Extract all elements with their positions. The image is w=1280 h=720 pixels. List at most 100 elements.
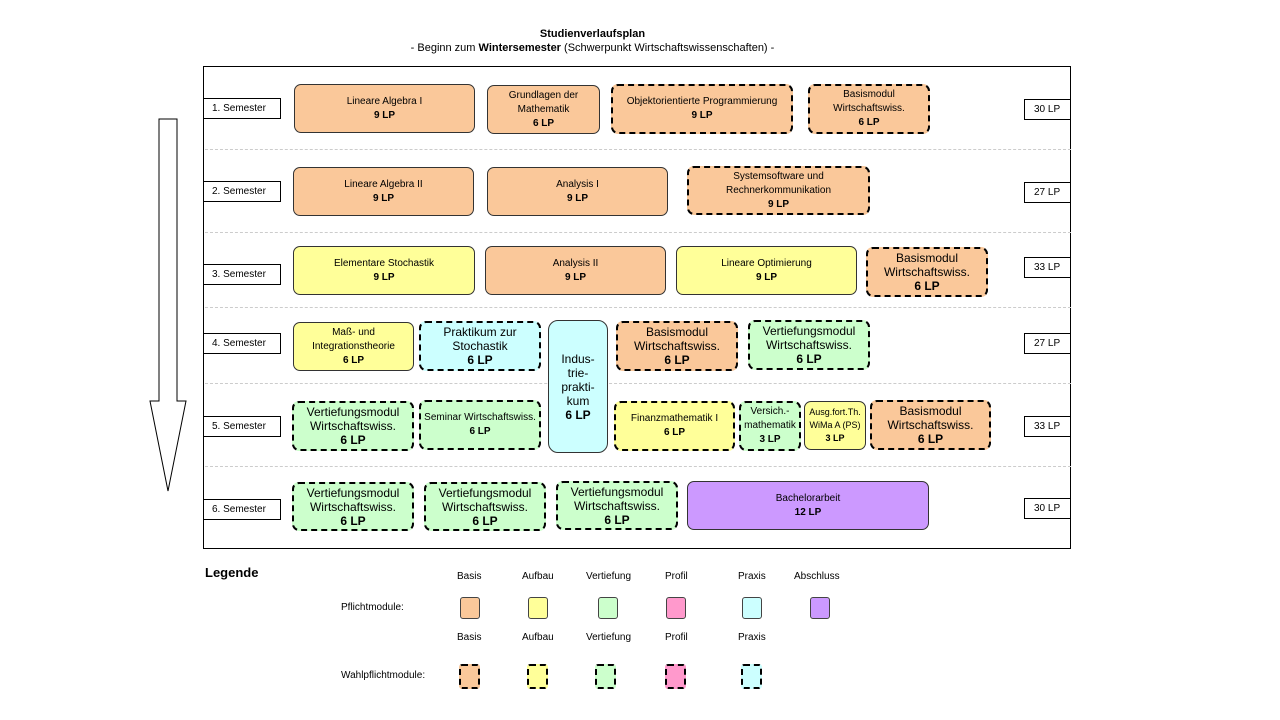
module-credits: 6 LP <box>917 432 944 446</box>
legend-category-label: Aufbau <box>522 632 554 643</box>
module-box[interactable]: Vertiefungsmodul Wirtschaftswiss.6 LP <box>292 482 414 531</box>
legend-category-label: Vertiefung <box>586 571 632 582</box>
module-credits: 9 LP <box>566 192 589 204</box>
module-credits: 6 LP <box>467 353 493 367</box>
row-separator <box>205 383 1071 384</box>
module-box[interactable]: Maß- und Integrationstheorie 6 LP <box>293 322 414 371</box>
module-credits: 9 LP <box>767 198 790 210</box>
subtitle-prefix: - Beginn zum <box>410 42 479 54</box>
page-title: Studienverlaufsplan <box>539 28 646 40</box>
module-name: Systemsoftware und Rechnerkommunikation <box>725 170 832 196</box>
module-credits: 6 LP <box>663 427 686 438</box>
page-subtitle: - Beginn zum Wintersemester (Schwerpunkt… <box>0 42 1185 54</box>
module-name: Elementare Stochastik <box>333 257 435 269</box>
module-credits: 12 LP <box>794 506 822 518</box>
module-credits: 3 LP <box>825 433 845 443</box>
module-name: Finanzmathematik I <box>630 413 719 424</box>
module-credits: 6 LP <box>340 513 366 528</box>
module-credits: 3 LP <box>759 434 781 445</box>
module-box[interactable]: Vertiefungsmodul Wirtschaftswiss.6 LP <box>424 482 546 531</box>
legend-swatch-basis <box>459 664 480 689</box>
semester-label: 4. Semester <box>203 333 281 354</box>
module-name: Basismodul Wirtschaftswiss. <box>633 325 720 353</box>
module-box[interactable]: Vertiefungsmodul Wirtschaftswiss.6 LP <box>292 401 414 451</box>
module-box[interactable]: Basismodul Wirtschaftswiss.6 LP <box>866 247 988 297</box>
module-name: Objektorientierte Programmierung <box>626 96 778 107</box>
legend-swatch-vertiefung <box>595 664 616 689</box>
semester-lp-total: 27 LP <box>1024 333 1071 354</box>
module-name: Grundlagen der Mathematik <box>508 89 579 115</box>
module-credits: 6 LP <box>342 354 365 366</box>
module-credits: 9 LP <box>691 110 713 121</box>
module-box[interactable]: Systemsoftware und Rechnerkommunikation 9… <box>687 166 870 215</box>
module-box[interactable]: Ausg.fort.Th. WiMa A (PS)3 LP <box>804 401 866 450</box>
module-name: Basismodul Wirtschaftswiss. <box>887 404 974 432</box>
timeline-arrow <box>149 118 187 492</box>
subtitle-emphasis: Wintersemester <box>478 42 561 54</box>
module-credits: 6 LP <box>604 512 630 527</box>
module-credits: 6 LP <box>469 426 491 437</box>
module-credits: 9 LP <box>564 271 587 283</box>
semester-label: 1. Semester <box>203 98 281 119</box>
module-box[interactable]: Basismodul Wirtschaftswiss.6 LP <box>870 400 991 450</box>
module-box[interactable]: Grundlagen der Mathematik 6 LP <box>487 85 600 134</box>
module-credits: 6 LP <box>796 352 822 366</box>
module-box[interactable]: Finanzmathematik I 6 LP <box>614 401 735 451</box>
module-box[interactable]: Basismodul Wirtschaftswiss.6 LP <box>616 321 738 371</box>
module-box[interactable]: Elementare Stochastik 9 LP <box>293 246 475 295</box>
module-credits: 9 LP <box>373 271 395 283</box>
semester-lp-total: 33 LP <box>1024 257 1071 278</box>
legend-swatch-vertiefung <box>598 597 618 619</box>
module-credits: 9 LP <box>755 271 778 283</box>
subtitle-suffix: (Schwerpunkt Wirtschaftswissenschaften) … <box>560 42 775 54</box>
module-credits: 6 LP <box>532 117 555 129</box>
module-credits: 9 LP <box>373 109 396 121</box>
module-credits: 6 LP <box>472 513 498 528</box>
semester-lp-total: 30 LP <box>1024 498 1071 519</box>
legend-swatch-basis <box>460 597 480 619</box>
module-box[interactable]: Vertiefungsmodul Wirtschaftswiss.6 LP <box>556 481 678 530</box>
module-name: Vertiefungsmodul Wirtschaftswiss. <box>306 405 400 433</box>
module-name: Lineare Algebra II <box>344 178 423 190</box>
legend-swatch-profil <box>665 664 686 689</box>
module-name: Maß- und Integrationstheorie <box>312 326 395 352</box>
module-name: Versich.- mathematik <box>744 406 796 431</box>
row-separator <box>205 149 1071 150</box>
module-credits: 6 LP <box>858 117 880 128</box>
module-box[interactable]: Objektorientierte Programmierung 9 LP <box>611 84 793 134</box>
legend-swatch-praxis <box>742 597 762 619</box>
module-box[interactable]: Basismodul Wirtschaftswiss. 6 LP <box>808 84 930 134</box>
legend-category-label: Praxis <box>738 571 766 582</box>
module-box[interactable]: Seminar Wirtschaftswiss.6 LP <box>419 400 541 450</box>
legend-swatch-profil <box>666 597 686 619</box>
module-name: Praktikum zur Stochastik <box>443 325 517 353</box>
legend-swatch-praxis <box>741 664 762 689</box>
legend-swatch-aufbau <box>528 597 548 619</box>
module-name: Vertiefungsmodul Wirtschaftswiss. <box>306 485 400 514</box>
legend-category-label: Basis <box>457 571 482 582</box>
module-credits: 6 LP <box>565 407 591 422</box>
semester-label: 5. Semester <box>203 416 281 437</box>
module-name: Indus- trie- prakti- kum <box>561 351 595 408</box>
semester-label: 3. Semester <box>203 264 281 285</box>
semester-lp-total: 33 LP <box>1024 416 1071 437</box>
legend-category-label: Profil <box>665 571 688 582</box>
legend-category-label: Vertiefung <box>586 632 632 643</box>
row-separator <box>205 307 1071 308</box>
row-separator <box>205 466 1071 467</box>
legend-swatch-abschluss <box>810 597 830 619</box>
module-name: Basismodul Wirtschaftswiss. <box>883 251 970 279</box>
module-name: Vertiefungsmodul Wirtschaftswiss. <box>438 485 532 514</box>
module-box[interactable]: Versich.- mathematik 3 LP <box>739 401 801 451</box>
module-box[interactable]: Vertiefungsmodul Wirtschaftswiss.6 LP <box>748 320 870 370</box>
module-name: Basismodul Wirtschaftswiss. <box>833 89 905 114</box>
legend-pflicht-label: Pflichtmodule: <box>341 602 404 613</box>
